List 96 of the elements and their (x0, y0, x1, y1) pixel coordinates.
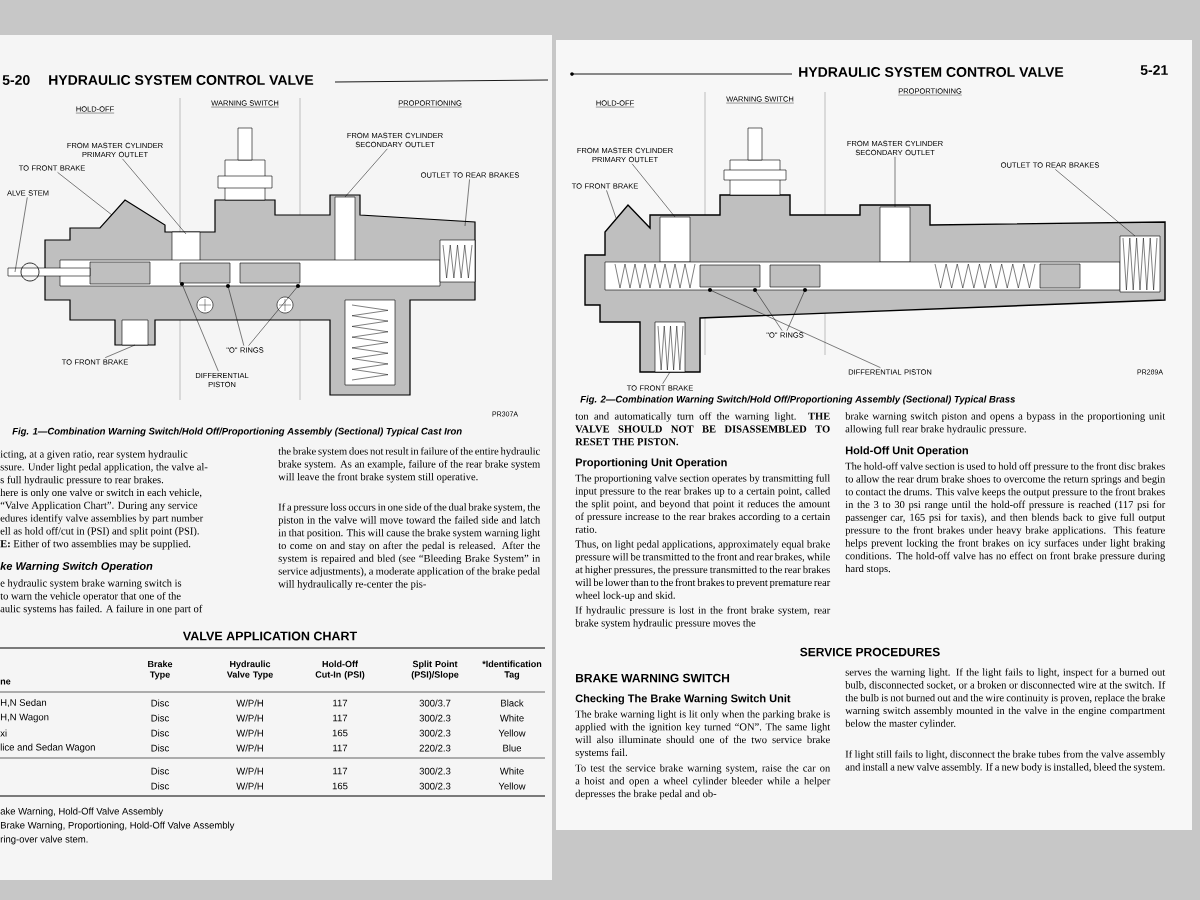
leader-line (606, 190, 617, 219)
table-cell: 300/2.3 (419, 782, 451, 790)
leader-line (709, 289, 881, 368)
table-cell: Disc (151, 714, 169, 722)
table-cell: 300/2.3 (419, 729, 451, 737)
body-text: e hydraulic system brake warning switch is (0, 579, 182, 589)
table-cell: W/P/H (236, 782, 263, 790)
page-number: 5-21 (1140, 65, 1168, 75)
section-heading: Checking The Brake Warning Switch Unit (575, 694, 791, 705)
leader-line (105, 344, 136, 358)
section-heading: SERVICE PROCEDURES (800, 647, 940, 657)
body-text: here is only one valve or switch in each vehicle, (0, 488, 202, 499)
table-cell: Disc (151, 767, 169, 775)
column-header: Brake Type (148, 660, 173, 680)
table-cell: H,N Wagon (1, 713, 49, 723)
table-cell: Disc (151, 744, 169, 752)
table-cell: H,N Sedan (1, 698, 47, 708)
table-cell: Blue (503, 744, 522, 752)
table-cell: Disc (151, 782, 169, 790)
table-cell: Disc (151, 729, 169, 737)
page-number: 5-20 (2, 75, 30, 85)
table-cell: Yellow (498, 782, 526, 790)
body-text: aulic systems has failed. A failure in one part of (0, 604, 203, 615)
body-text: serves the warning light. If the light fails to light, inspect for a burned out bulb, disconnected socket, or a broken or disconnected wire at the switch. If the bulb is not burned out and the wire continuity is proven, replace the brake warning switch assembly mounted in the valve in the engine compartment below the master cylinder. (845, 668, 1166, 730)
body-text: ell as hold off/cut in (PSI) and split point (PSI). (0, 527, 199, 537)
body-text: “Valve Application Chart”. During any service (0, 501, 198, 511)
table-cell: W/P/H (236, 744, 263, 752)
table-cell: W/P/H (236, 714, 263, 722)
leader-line (1054, 169, 1136, 237)
column-header: *Identification Tag (482, 660, 542, 680)
column-header: ne (0, 679, 11, 685)
table-title: VALVE APPLICATION CHART (182, 631, 357, 641)
leader-line (344, 148, 388, 198)
table-cell: White (499, 767, 524, 775)
table-cell: 220/2.3 (419, 744, 451, 752)
figure-caption: Fig. 2—Combination Warning Switch/Hold Off/Proportioning Assembly (Sectional) Typical Brass (580, 395, 1015, 405)
table-cell: Disc (151, 699, 169, 707)
body-text: Thus, on light pedal applications, approximately equal brake pressure will be transmitted to the front and rear brakes, while at higher pressures, the pressure transmitted to the rear brakes will be lower than to the front brakes to prevent premature rear wheel lock-up and skid. (575, 540, 831, 601)
figure-caption: Fig. 1—Combination Warning Switch/Hold Off/Proportioning Assembly (Sectional) Typical Cast Iron (12, 427, 462, 437)
table-cell: 300/3.7 (419, 699, 451, 707)
running-head: HYDRAULIC SYSTEM CONTROL VALVE (799, 67, 1064, 77)
body-text: the brake system does not result in failure of the entire hydraulic brake system. As an example, failure of the rear brake system will leave the front brake system still operative. (278, 447, 541, 483)
body-text: E: Either of two assemblies may be supplied. (0, 539, 191, 550)
table-cell: W/P/H (236, 767, 263, 775)
body-text: ton and automatically turn off the warning light. THE VALVE SHOULD NOT BE DISASSEMBLED TO RESET THE PISTON. (575, 412, 830, 446)
table-cell: White (499, 714, 524, 722)
table-cell: Yellow (498, 729, 526, 737)
footnote: Brake Warning, Proportioning, Hold-Off Valve Assembly (1, 821, 235, 831)
table-cell: W/P/H (236, 729, 263, 737)
leader-line (631, 163, 676, 218)
table-cell: 117 (333, 714, 348, 722)
leader-line (464, 179, 470, 227)
table-cell: 300/2.3 (419, 714, 451, 722)
leader-line (894, 156, 896, 208)
body-text: to warn the vehicle operator that one of the (0, 592, 181, 602)
column-header: Hydraulic Valve Type (226, 660, 273, 680)
leader-line (181, 283, 219, 372)
leader-line (14, 197, 28, 273)
column-header: Hold-Off Cut-In (PSI) (315, 660, 365, 680)
body-text: To test the service brake warning system, raise the car on a hoist and open a wheel cylinder bleeder while a helper depresses the brake pedal and ob- (575, 764, 831, 800)
table-cell: W/P/H (236, 699, 263, 707)
table-cell: 165 (332, 782, 348, 790)
body-text: icting, at a given ratio, rear system hydraulic (0, 450, 188, 460)
section-heading: BRAKE WARNING SWITCH (576, 673, 730, 683)
body-text: If hydraulic pressure is lost in the front brake system, rear brake system hydraulic pressure moves the (575, 606, 831, 629)
table-cell: 117 (333, 744, 348, 752)
section-heading: ke Warning Switch Operation (0, 561, 153, 573)
footnote: ring-over valve stem. (0, 835, 88, 845)
body-text: If a pressure loss occurs in one side of the dual brake system, the piston in the valve will move toward the failed side and latch in that position. This will cause the brake system warning light to come on and stay on after the pedal is released. After the system is repaired and bled (see “Bleeding Brake System” in service adjustments), a moderate application of the brake pedal will hydraulically re-center the pis- (278, 503, 541, 590)
leader-line (248, 285, 299, 346)
table-cell: 117 (333, 699, 348, 707)
table-cell: 117 (333, 767, 348, 775)
body-text: edures identify valve assemblies by part number (0, 514, 204, 524)
running-head: HYDRAULIC SYSTEM CONTROL VALVE (49, 75, 314, 85)
body-text: ssure. Under light pedal application, the valve al- (0, 463, 208, 473)
section-heading: Proportioning Unit Operation (575, 458, 727, 469)
table-cell: xi (0, 729, 7, 737)
leader-line (754, 289, 783, 331)
body-text: The brake warning light is lit only when the parking brake is applied with the ignition key turned “ON”. The same light will also illuminate should one of the two service brake systems fail. (575, 710, 831, 759)
body-text: The hold-off valve section is used to hold off pressure to the front disc brakes to allow the rear drum brake shoes to overcome the return springs and begin to contact the drums. This valve keeps the output pressure to the front brakes in the 3 to 30 psi range until the hold-off pressure is reached (117 psi for passenger car, 165 psi for taxis), and then blends back to give full output pressure to the front brakes under heavy brake applications. This feature helps prevent locking the front brakes on icy surfaces under light braking conditions. The hold-off valve has no effect on front brake pressure during hard stops. (845, 462, 1166, 575)
column-header: Split Point (PSI)/Slope (411, 660, 459, 680)
body-text: brake warning switch piston and opens a bypass in the proportioning unit allowing full rear brake hydraulic pressure. (845, 412, 1166, 435)
body-text: The proportioning valve section operates by transmitting full input pressure to the rear brakes up to a certain point, called the split point, and beyond that point it reduces the amount of pressure increase to the rear brakes according to a certain ratio. (575, 474, 831, 533)
leader-line (57, 172, 113, 216)
section-heading: Hold-Off Unit Operation (845, 446, 968, 457)
footnote: ake Warning, Hold-Off Valve Assembly (0, 807, 164, 817)
table-cell: 165 (332, 729, 348, 737)
table-cell: lice and Sedan Wagon (0, 743, 95, 753)
leader-line (662, 371, 671, 384)
body-text: s full hydraulic pressure to rear brakes. (0, 475, 164, 486)
leader-line (122, 158, 187, 235)
leader-line (786, 289, 806, 331)
body-text: If light still fails to light, disconnect the brake tubes from the valve assembly and install a new valve assembly. If a new body is installed, bleed the system. (845, 750, 1166, 773)
leader-line (227, 285, 245, 346)
table-cell: 300/2.3 (419, 767, 451, 775)
table-cell: Black (501, 699, 524, 707)
